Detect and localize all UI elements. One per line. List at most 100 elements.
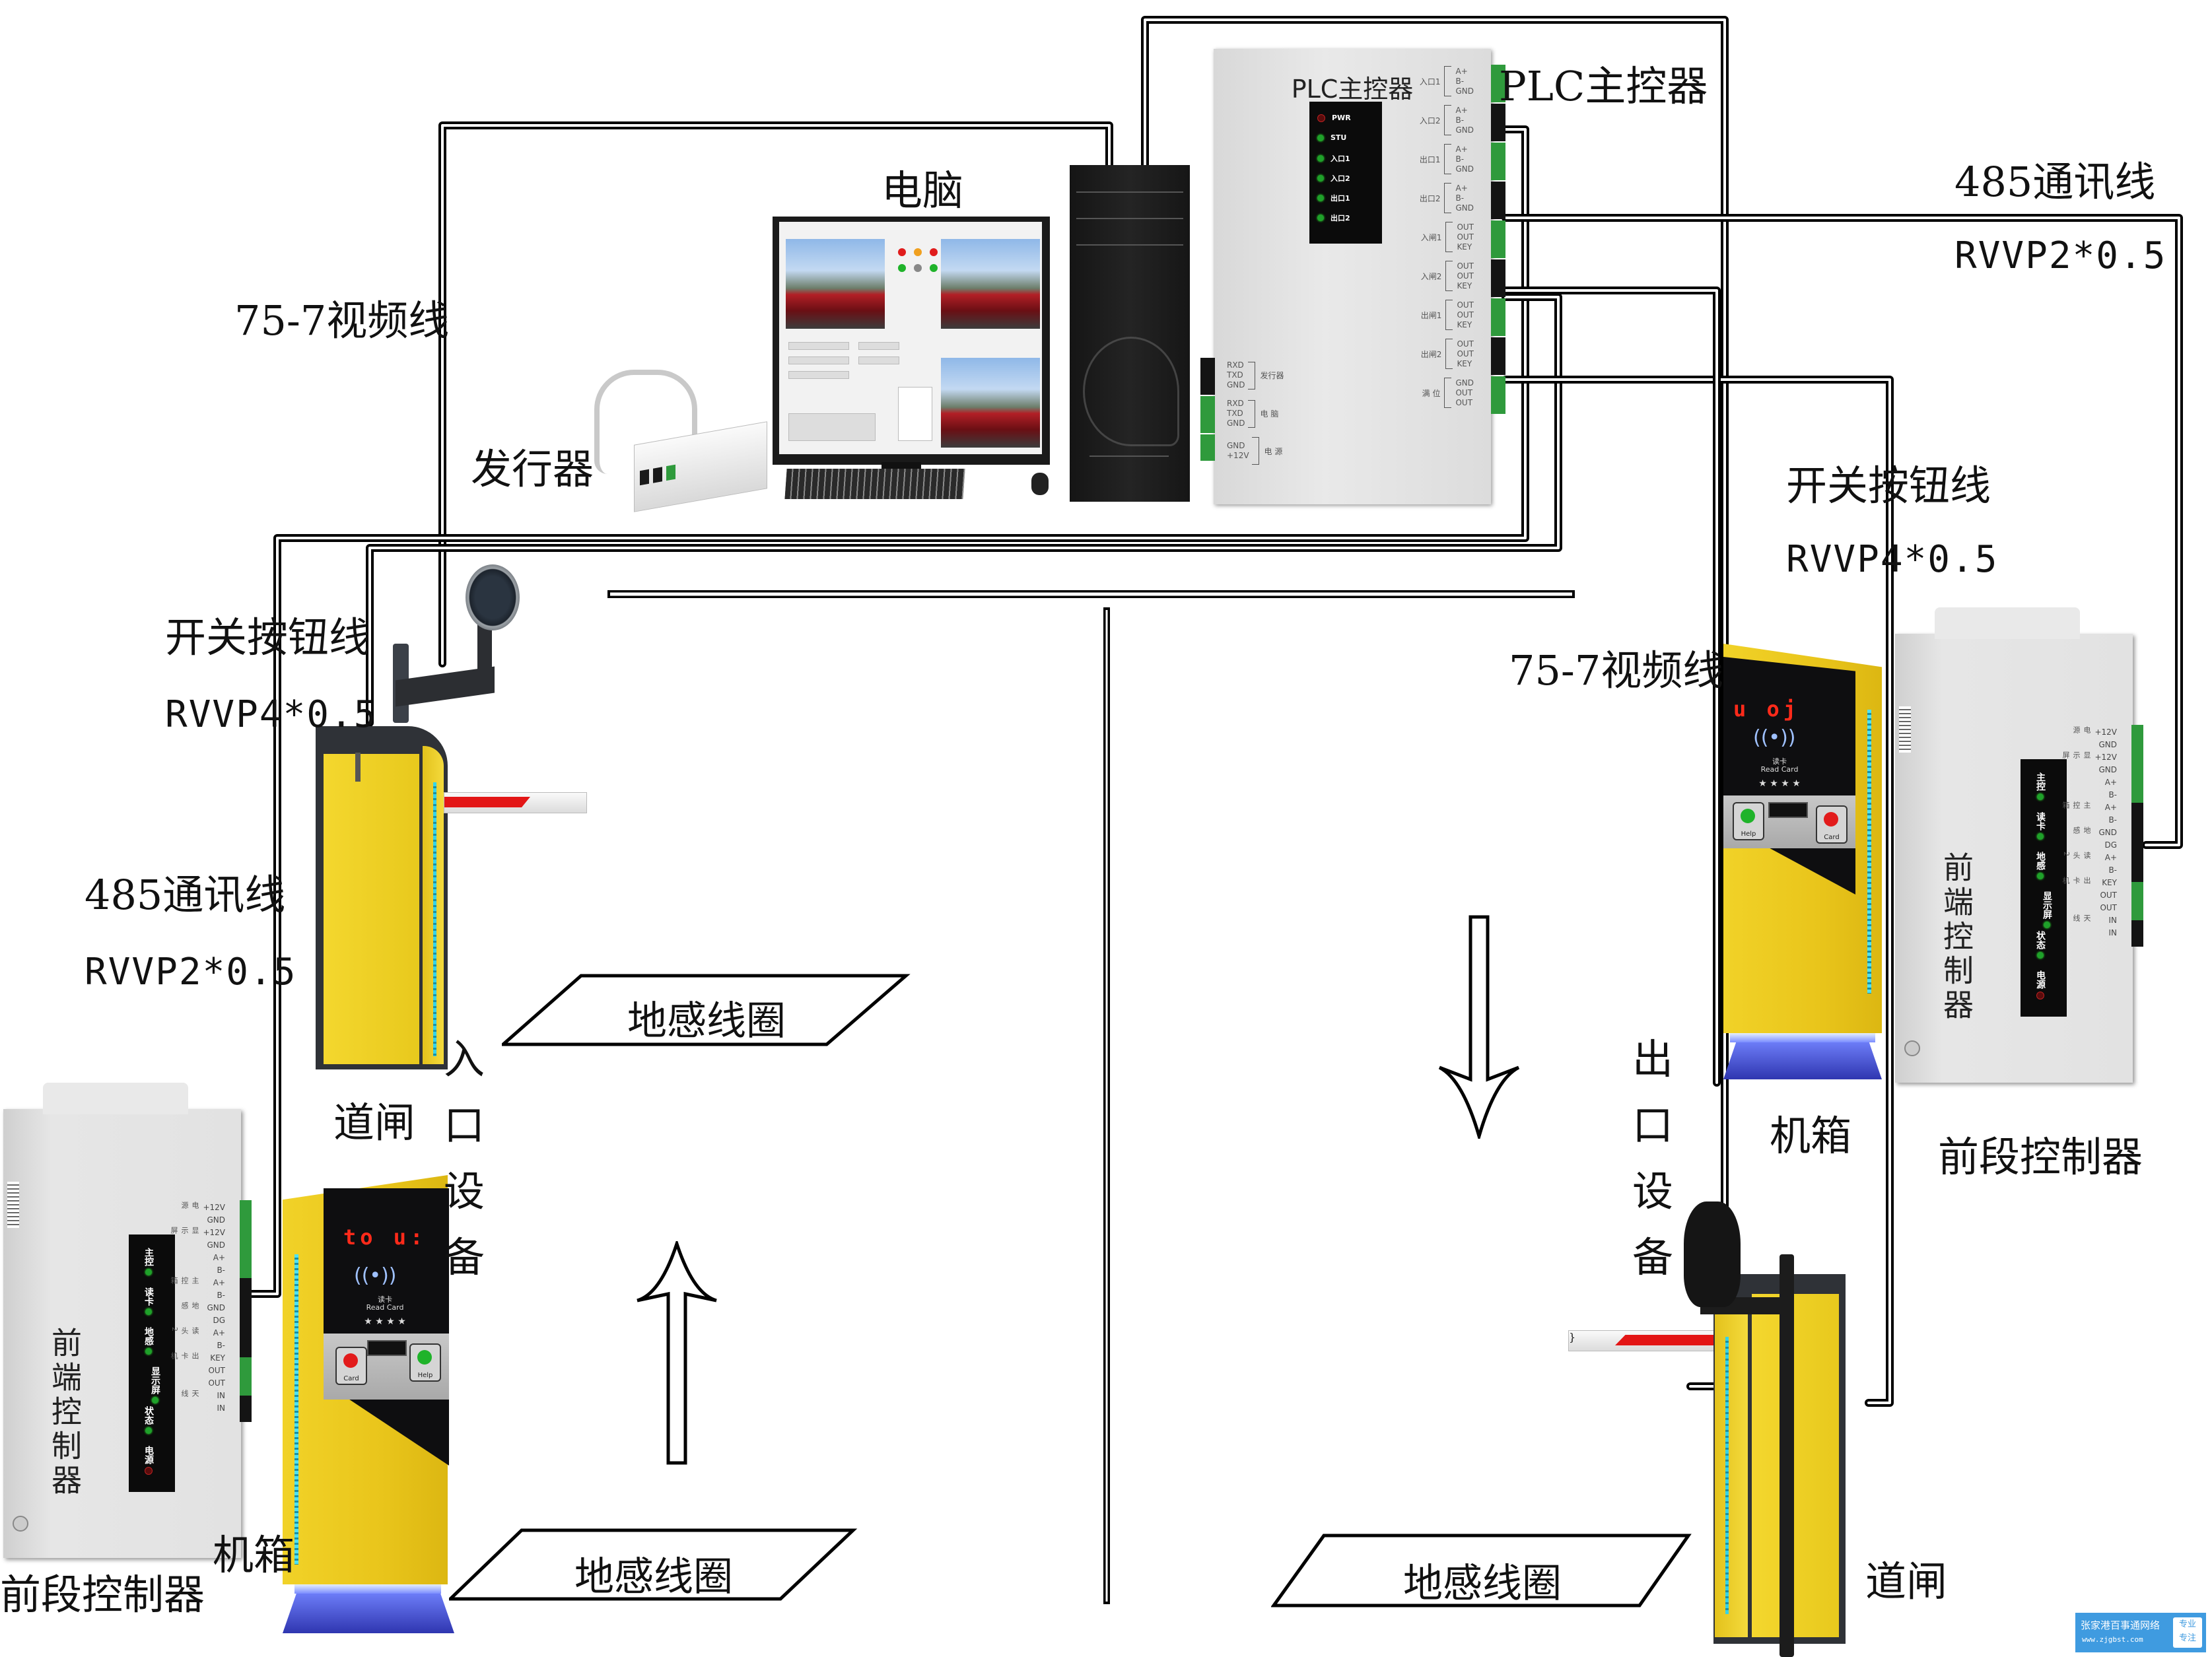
indicator: 读卡 bbox=[135, 1287, 162, 1315]
port-icon bbox=[653, 467, 662, 483]
terminal-block bbox=[2131, 803, 2143, 882]
boom-stripe bbox=[444, 797, 530, 807]
software-led bbox=[930, 264, 938, 272]
gate-led-strip bbox=[1725, 1337, 1729, 1614]
plc-indicator-entry1: 入口1 bbox=[1317, 153, 1350, 164]
terminal-block bbox=[2131, 882, 2143, 920]
status-led-icon bbox=[145, 1467, 153, 1475]
software-led bbox=[898, 248, 906, 256]
issuer-label: 发行器 bbox=[471, 445, 594, 493]
star-indicators-icon: ★ ★ ★ ★ bbox=[364, 1316, 406, 1327]
entry-direction-arrow-icon bbox=[637, 1241, 717, 1465]
exit-direction-arrow-icon bbox=[1438, 915, 1520, 1139]
indicator-panel: 主控读卡地感显示屏状态电源 bbox=[2021, 759, 2067, 1017]
indicator: 显示屏 bbox=[2027, 891, 2067, 928]
entry-gate-label: 道闸 bbox=[333, 1099, 416, 1147]
red-button-icon bbox=[343, 1353, 358, 1368]
front-controller-title: 前端控制器 bbox=[47, 1327, 83, 1499]
read-card-label-en: Read Card bbox=[1760, 765, 1799, 774]
ground-loop-entry-bottom: 地感线圈 bbox=[449, 1525, 858, 1604]
status-led-icon bbox=[145, 1427, 152, 1434]
plc-indicator-entry2: 入口2 bbox=[1317, 173, 1350, 184]
terminal-block bbox=[240, 1396, 252, 1422]
camera-snapshot-3 bbox=[941, 358, 1040, 448]
indicator: 主控 bbox=[2027, 772, 2054, 800]
entry-kiosk-label: 机箱 bbox=[213, 1531, 295, 1579]
indicator: 状态 bbox=[2027, 931, 2054, 959]
tower-decoration bbox=[1083, 337, 1179, 446]
gate-door-panel bbox=[324, 754, 419, 1064]
terminal-block bbox=[1491, 259, 1505, 297]
exit-equipment-label: 出 口 设 备 bbox=[1632, 1035, 1673, 1281]
plc-indicator-stu: STU bbox=[1317, 133, 1346, 142]
switch-cable-label-left: 开关按钮线 bbox=[165, 613, 370, 661]
screw-icon bbox=[13, 1516, 28, 1532]
gate-boom-arm: } bbox=[1568, 1330, 1718, 1351]
computer-label: 电脑 bbox=[881, 166, 964, 215]
card-button[interactable]: Card bbox=[1816, 805, 1848, 844]
software-field bbox=[858, 342, 899, 350]
terminal-block bbox=[1491, 337, 1505, 375]
indicator: 显示屏 bbox=[135, 1367, 175, 1403]
switch-cable-spec-left: RVVP4*0.5 bbox=[165, 693, 378, 736]
terminal-block bbox=[240, 1200, 252, 1278]
status-led-icon bbox=[152, 1397, 158, 1403]
video-cable-label-right: 75-7视频线 bbox=[1509, 646, 1724, 694]
gate-door-panel bbox=[1752, 1294, 1839, 1637]
lane-divider bbox=[607, 590, 1575, 1604]
star-indicators-icon: ★ ★ ★ ★ bbox=[1758, 778, 1801, 789]
camera-lens-icon bbox=[466, 564, 520, 630]
kiosk-led-display: u oj bbox=[1733, 696, 1801, 722]
card-button[interactable]: Card bbox=[335, 1347, 367, 1385]
lock-icon bbox=[355, 753, 361, 782]
terminal-block bbox=[1491, 298, 1505, 336]
read-card-label-en: Read Card bbox=[366, 1303, 404, 1312]
exit-ticket-kiosk: u oj ((•)) 读卡 Read Card ★ ★ ★ ★ Help Car… bbox=[1723, 644, 1888, 1093]
software-led bbox=[914, 264, 922, 272]
indicator: 地感 bbox=[2027, 852, 2054, 879]
software-field bbox=[858, 356, 899, 364]
tower-vent bbox=[1089, 456, 1169, 457]
help-button[interactable]: Help bbox=[409, 1343, 441, 1382]
comm-cable-spec-left: RVVP2*0.5 bbox=[85, 951, 297, 994]
label-sticker bbox=[1899, 706, 1911, 753]
kiosk-base bbox=[1723, 1042, 1882, 1079]
status-led-icon bbox=[2037, 873, 2044, 879]
software-led bbox=[898, 264, 906, 272]
kiosk-led-strip bbox=[1867, 710, 1871, 994]
exit-kiosk-label: 机箱 bbox=[1770, 1112, 1852, 1160]
ground-loop-entry-top: 地感线圈 bbox=[502, 970, 911, 1050]
software-field bbox=[788, 356, 849, 364]
status-led-icon bbox=[1317, 215, 1324, 221]
plc-indicator-panel: PWR STU 入口1 入口2 出口1 出口2 bbox=[1309, 102, 1382, 244]
kiosk-led-strip bbox=[294, 1254, 298, 1565]
indicator: 电源 bbox=[135, 1446, 162, 1475]
screw-icon bbox=[1904, 1040, 1920, 1056]
indicator: 地感 bbox=[135, 1327, 162, 1355]
exit-front-controller-label: 前段控制器 bbox=[1938, 1133, 2143, 1181]
indicator-panel: 主控读卡地感显示屏状态电源 bbox=[129, 1234, 175, 1492]
status-led-icon bbox=[2044, 922, 2050, 928]
status-led-icon bbox=[1317, 134, 1324, 141]
watermark-slogan: 专业 专注 bbox=[2173, 1617, 2202, 1648]
switch-cable-label-right: 开关按钮线 bbox=[1786, 461, 1991, 510]
label-sticker bbox=[7, 1182, 19, 1228]
help-button[interactable]: Help bbox=[1733, 802, 1764, 840]
software-log-box bbox=[788, 413, 876, 441]
entry-equipment-label: 入 口 设 备 bbox=[443, 1035, 485, 1281]
software-led bbox=[930, 248, 938, 256]
gate-boom-arm bbox=[444, 792, 587, 813]
terminal-block bbox=[1491, 220, 1505, 258]
video-cable-label-left: 75-7视频线 bbox=[234, 296, 450, 345]
